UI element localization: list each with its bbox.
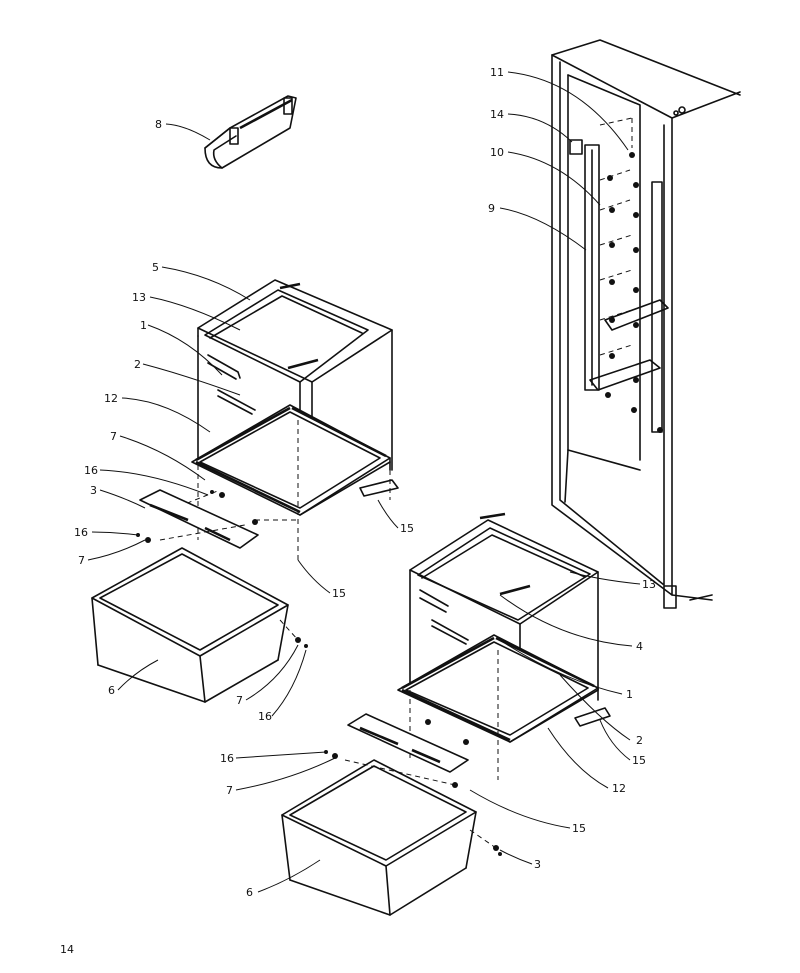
callout-15-upper-front: 15 — [332, 587, 346, 600]
callout-8: 8 — [155, 118, 162, 131]
callout-16-left: 16 — [74, 526, 88, 539]
callout-13-lower: 13 — [642, 578, 656, 591]
callout-1-upper: 1 — [140, 319, 147, 332]
upper-crisper-pan — [91, 489, 308, 703]
callout-15-upper-runner: 15 — [400, 522, 414, 535]
callout-16-upper: 16 — [84, 464, 98, 477]
callout-15-lower-front: 15 — [572, 822, 586, 835]
callout-2-upper: 2 — [134, 358, 141, 371]
callout-2-lower: 2 — [636, 734, 643, 747]
callout-1-lower: 1 — [626, 688, 633, 701]
callout-5: 5 — [152, 261, 159, 274]
callout-16-right: 16 — [258, 710, 272, 723]
callout-14: 14 — [490, 108, 504, 121]
refrigerator-cabinet — [551, 39, 741, 609]
upper-crisper-housing — [169, 279, 399, 560]
callout-labels: 8 11 14 10 9 5 13 1 2 12 7 16 3 16 7 15 … — [74, 66, 656, 899]
callout-12-upper: 12 — [104, 392, 118, 405]
callout-11: 11 — [490, 66, 504, 79]
callout-13-upper: 13 — [132, 291, 146, 304]
callout-leaders — [87, 71, 641, 893]
callout-3-upper: 3 — [90, 484, 97, 497]
callout-7-right: 7 — [236, 694, 243, 707]
page-number: 14 — [60, 943, 74, 956]
callout-15-lower-runner: 15 — [632, 754, 646, 767]
part-8-door-bin — [204, 95, 297, 169]
callout-16-lower: 16 — [220, 752, 234, 765]
callout-4: 4 — [636, 640, 643, 653]
callout-6-upper: 6 — [108, 684, 115, 697]
callout-7-upper: 7 — [110, 430, 117, 443]
callout-9: 9 — [488, 202, 495, 215]
lower-crisper-pan — [281, 713, 502, 916]
callout-12-lower: 12 — [612, 782, 626, 795]
callout-3-lower: 3 — [534, 858, 541, 871]
callout-7-left: 7 — [78, 554, 85, 567]
callout-7-lower: 7 — [226, 784, 233, 797]
lower-crisper-housing — [397, 512, 611, 780]
callout-10: 10 — [490, 146, 504, 159]
callout-6-lower: 6 — [246, 886, 253, 899]
